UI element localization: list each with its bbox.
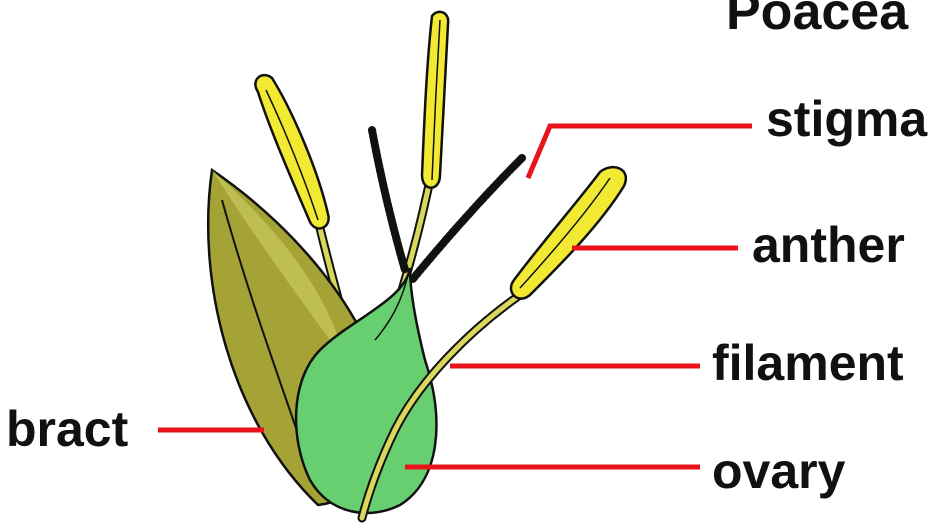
bract-label: bract	[6, 404, 128, 454]
diagram-title: Poacea	[726, 0, 908, 38]
stigma-label: stigma	[766, 94, 927, 144]
stigma-shapes	[372, 130, 522, 280]
ovary-label: ovary	[712, 446, 845, 496]
stigma-leader	[528, 126, 752, 178]
middle-anther	[422, 12, 448, 188]
right-anther	[511, 167, 626, 298]
filament-label: filament	[712, 338, 904, 388]
left-anther	[255, 75, 328, 228]
anther-label: anther	[752, 220, 905, 270]
